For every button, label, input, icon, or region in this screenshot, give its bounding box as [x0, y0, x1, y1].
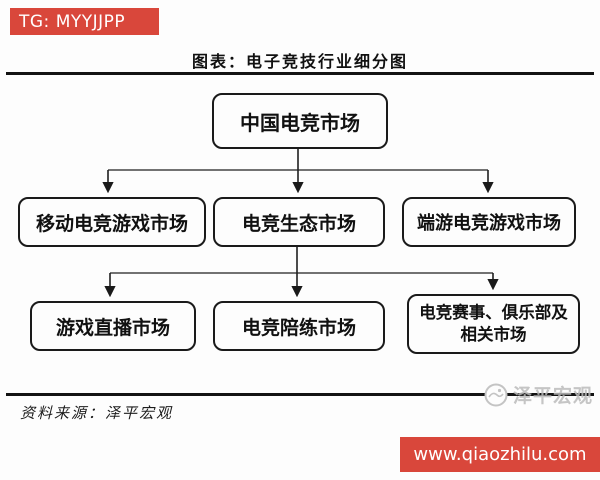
bottom-banner-text: www.qiaozhilu.com [413, 444, 587, 465]
watermark: 泽平宏观 [483, 381, 593, 408]
top-rule [6, 72, 594, 75]
node-esports-coaching-market: 电竞陪练市场 [213, 301, 385, 351]
source-note: 资料来源：泽平宏观 [20, 404, 174, 422]
node-esports-events-clubs-market: 电竞赛事、俱乐部及相关市场 [407, 294, 580, 354]
top-banner-text: TG: MYYJJPP [19, 11, 126, 32]
node-china-esports-market: 中国电竞市场 [212, 93, 388, 149]
node-game-streaming-market: 游戏直播市场 [30, 301, 196, 351]
node-esports-ecosystem-market: 电竞生态市场 [213, 197, 385, 247]
watermark-text: 泽平宏观 [513, 385, 594, 407]
top-banner: TG: MYYJJPP [10, 8, 159, 35]
figure-title: 图表：电子竞技行业细分图 [191, 52, 408, 71]
bottom-rule [6, 393, 594, 396]
bottom-banner: www.qiaozhilu.com [400, 437, 600, 472]
node-mobile-esports-game-market: 移动电竞游戏市场 [18, 197, 206, 247]
zeping-logo-icon [484, 383, 508, 406]
node-pc-esports-game-market: 端游电竞游戏市场 [402, 197, 576, 247]
